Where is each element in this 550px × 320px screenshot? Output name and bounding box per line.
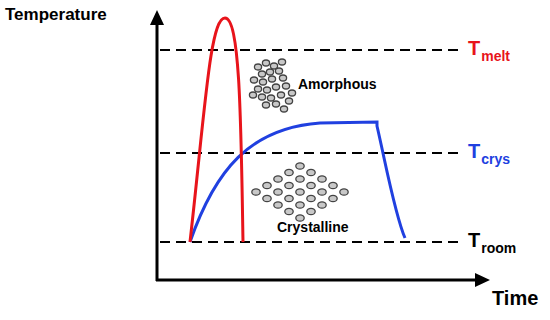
phase-label: Amorphous bbox=[298, 77, 377, 91]
crystal-atom bbox=[329, 182, 337, 188]
crystal-atom bbox=[329, 195, 337, 201]
axis-title: Time bbox=[492, 288, 538, 308]
level-symbol: T bbox=[468, 230, 480, 250]
x-axis bbox=[156, 279, 478, 282]
level-subscript: crys bbox=[481, 152, 510, 166]
amorphous-atom bbox=[275, 68, 282, 74]
amorphous-atom bbox=[272, 101, 279, 107]
amorphous-atom bbox=[258, 94, 265, 100]
amorphous-atom bbox=[279, 75, 286, 81]
amorphous-atom bbox=[262, 60, 269, 66]
amorphous-atom bbox=[259, 79, 266, 85]
crystal-atom bbox=[296, 176, 304, 182]
crystal-atom bbox=[318, 202, 326, 208]
crystal-atom bbox=[307, 182, 315, 188]
level-symbol: T bbox=[468, 141, 480, 161]
crystal-atom bbox=[263, 195, 271, 201]
amorphous-atom bbox=[288, 90, 295, 96]
x-axis-arrowhead bbox=[475, 273, 490, 287]
crystal-atom bbox=[274, 202, 282, 208]
crystal-atom bbox=[285, 182, 293, 188]
melt-quench-curve bbox=[190, 18, 243, 242]
crystal-atom bbox=[318, 176, 326, 182]
amorphous-atom bbox=[285, 98, 292, 104]
crystal-atom bbox=[274, 176, 282, 182]
room-level-line bbox=[160, 241, 462, 243]
crystal-atom bbox=[285, 208, 293, 214]
level-subscript: melt bbox=[481, 49, 510, 63]
crystal-atom bbox=[340, 189, 348, 195]
crystallization-curve bbox=[190, 122, 405, 242]
axis-title: Temperature bbox=[5, 6, 107, 23]
crystal-atom bbox=[318, 189, 326, 195]
amorphous-atom bbox=[267, 95, 274, 101]
y-axis-arrowhead bbox=[150, 10, 164, 25]
amorphous-atom bbox=[280, 106, 287, 112]
amorphous-atom bbox=[254, 64, 261, 70]
crystal-atom bbox=[263, 182, 271, 188]
crys-level-line bbox=[160, 152, 462, 154]
level-subscript: room bbox=[481, 241, 516, 255]
crystal-atom bbox=[274, 189, 282, 195]
crystal-atom bbox=[296, 202, 304, 208]
crystal-atom bbox=[307, 208, 315, 214]
amorphous-atom bbox=[268, 76, 275, 82]
amorphous-atom bbox=[278, 59, 285, 65]
y-axis bbox=[156, 22, 159, 281]
amorphous-atom bbox=[249, 92, 256, 98]
crystal-atom bbox=[307, 169, 315, 175]
amorphous-atom bbox=[282, 83, 289, 89]
phase-label: Crystalline bbox=[277, 220, 349, 234]
amorphous-atom bbox=[254, 86, 261, 92]
amorphous-atom bbox=[263, 87, 270, 93]
amorphous-atom bbox=[262, 102, 269, 108]
crystal-atom bbox=[296, 163, 304, 169]
amorphous-atom bbox=[250, 77, 257, 83]
amorphous-atom bbox=[272, 84, 279, 90]
crystal-atom bbox=[252, 189, 260, 195]
crystal-atom bbox=[285, 195, 293, 201]
level-symbol: T bbox=[468, 38, 480, 58]
crystal-atom bbox=[296, 189, 304, 195]
melt-level-line bbox=[160, 49, 462, 51]
amorphous-atom bbox=[277, 92, 284, 98]
crystal-atom bbox=[307, 195, 315, 201]
crystal-atom bbox=[285, 169, 293, 175]
amorphous-atom bbox=[258, 71, 265, 77]
amorphous-atom bbox=[266, 69, 273, 75]
